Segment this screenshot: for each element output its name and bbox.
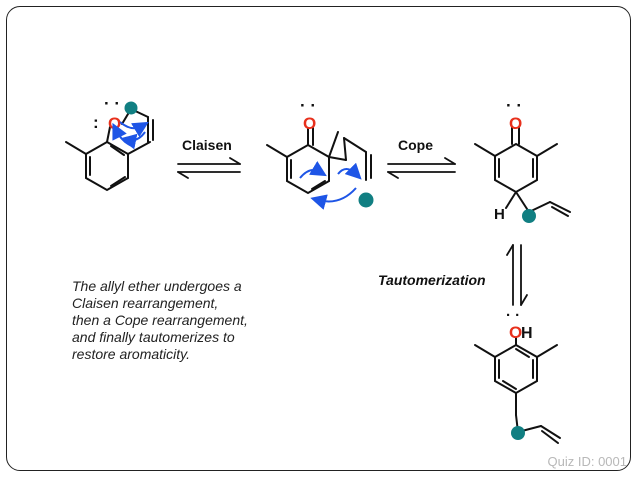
description-line: then a Cope rearrangement, [72,312,248,328]
oxygen-atom-3: O [509,114,522,133]
dienone-intermediate [266,127,372,195]
description-line: Claisen rearrangement, [72,295,219,311]
electron-arrows-1 [112,121,149,150]
hydroxyl-hydrogen: H [521,325,533,342]
allyl-marker-4 [511,426,525,440]
cope-label: Cope [398,137,433,153]
description-line: restore aromaticity. [72,346,190,362]
phenol-product [474,337,561,444]
allyl-marker-1 [124,101,138,115]
allyl-marker-3 [522,209,536,223]
lone-pair-dots-3: · · [506,96,522,115]
oxygen-atom-1: O [108,114,121,133]
lone-pair-dots-2: · · [300,96,316,115]
equilibrium-arrow-tautomerization [506,244,528,306]
lone-pair-1: : [93,113,99,132]
oxygen-atom-2: O [303,114,316,133]
claisen-label: Claisen [182,137,232,153]
oxygen-atom-4: O [509,323,522,342]
allyl-marker-2 [358,192,374,208]
lone-pair-dots-1: · · [104,94,120,113]
electron-arrows-2 [299,161,362,210]
lone-pair-dots-4: · · [506,307,520,324]
description-text: The allyl ether undergoes a Claisen rear… [72,278,322,363]
description-line: and finally tautomerizes to [72,329,235,345]
equilibrium-arrow-claisen [177,157,241,179]
equilibrium-arrow-cope [387,157,456,179]
tautomerization-label: Tautomerization [378,272,486,288]
diagram-frame [6,6,631,471]
cyclohexadienone [474,126,571,217]
description-line: The allyl ether undergoes a [72,278,242,294]
hydrogen-atom-3: H [494,206,505,223]
quiz-id: Quiz ID: 0001 [547,454,628,469]
